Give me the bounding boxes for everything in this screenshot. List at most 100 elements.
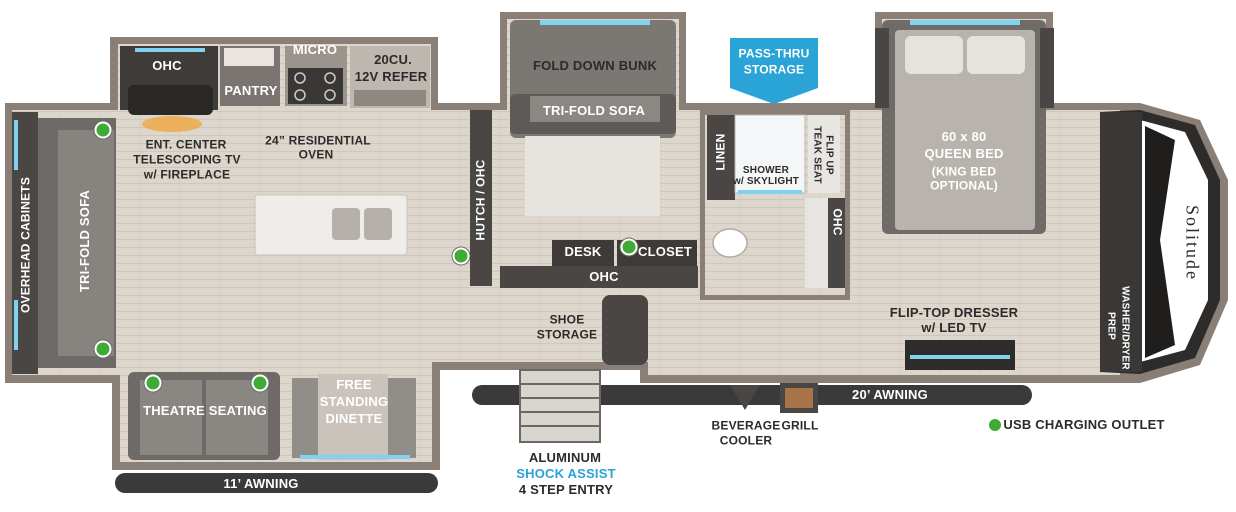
refrigerator-door [354, 90, 426, 106]
pillow [905, 36, 963, 74]
label-grill: GRILL [781, 418, 819, 433]
label-fold-down-bunk: FOLD DOWN BUNK [532, 58, 658, 74]
label-dresser-2: w/ LED TV [921, 320, 987, 336]
label-dinette-1: FREE [336, 377, 372, 393]
rear-cabinet-light-2 [14, 300, 18, 350]
label-pass-thru-1: PASS-THRU [738, 46, 810, 61]
dinette-light [300, 455, 410, 459]
label-bed-2: QUEEN BED [924, 146, 1004, 162]
dinette-table [318, 374, 388, 460]
beverage-cooler [730, 385, 760, 410]
burner [294, 89, 306, 101]
label-bed-1: 60 x 80 [941, 129, 987, 145]
usb-outlet [94, 121, 112, 139]
label-closet: CLOSET [638, 244, 692, 260]
label-theatre-seating: THEATRE SEATING [143, 403, 267, 419]
label-linen: LINEN [713, 133, 728, 171]
label-refer-2: 12V REFER [354, 69, 428, 85]
label-ohc-bunk: OHC [589, 269, 619, 285]
label-shoe-1: SHOE [549, 312, 585, 327]
shower-skylight [738, 190, 802, 194]
label-ent-2: TELESCOPING TV [133, 152, 241, 167]
label-shower-2: w/ SKYLIGHT [732, 175, 800, 187]
pillow [967, 36, 1025, 74]
side-table [875, 28, 889, 108]
brand-logo: Solitude [1182, 204, 1203, 282]
rear-sofa-cushion [58, 130, 114, 356]
label-refer-1: 20CU. [374, 52, 412, 68]
sink-basin [332, 208, 360, 240]
label-trifold-sofa-rear: TRI-FOLD SOFA [77, 189, 93, 293]
label-flip-up-1: FLIP UP [823, 135, 835, 175]
usb-outlet [144, 374, 162, 392]
flip-seat [808, 115, 840, 193]
bed-light [910, 20, 1020, 25]
label-washer-2: PREP [1105, 311, 1117, 341]
front-cap-swoosh [1145, 126, 1175, 358]
label-bed-3: (KING BED [931, 164, 997, 179]
hutch [470, 110, 492, 286]
bunk-light [540, 20, 650, 25]
label-ohc-bath: OHC [830, 208, 845, 236]
burner [324, 72, 336, 84]
label-desk: DESK [564, 244, 602, 260]
label-beverage-2: COOLER [719, 433, 773, 448]
bunk-ohc [500, 266, 698, 288]
bath-ohc [828, 198, 845, 288]
front-closet [1100, 112, 1142, 372]
bed-mattress [895, 30, 1035, 230]
label-oven-2: OVEN [298, 147, 334, 162]
dresser-tv-light [910, 355, 1010, 359]
entry-door [602, 295, 648, 365]
toilet [712, 228, 748, 258]
linen-cabinet [707, 115, 735, 200]
legend-usb-dot [987, 417, 1003, 433]
usb-outlet [620, 238, 638, 256]
label-pantry: PANTRY [224, 83, 278, 99]
desk [552, 240, 614, 266]
label-dinette-2: STANDING [319, 394, 389, 410]
label-washer-1: WASHER/DRYER [1119, 286, 1131, 370]
shower [734, 114, 806, 194]
label-micro: MICRO [292, 42, 338, 58]
label-entry-1: ALUMINUM [528, 450, 602, 466]
label-overhead-cabinets: OVERHEAD CABINETS [18, 176, 33, 314]
label-hutch-ohc: HUTCH / OHC [473, 159, 488, 241]
bunk-floor [525, 136, 660, 216]
label-ent-3: w/ FIREPLACE [143, 167, 231, 182]
label-awning-11: 11’ AWNING [223, 476, 299, 492]
label-entry-3: 4 STEP ENTRY [518, 482, 614, 498]
label-dinette-3: DINETTE [325, 411, 383, 427]
label-dresser-1: FLIP-TOP DRESSER [889, 305, 1019, 321]
grill-grate [785, 388, 813, 408]
usb-outlet [94, 340, 112, 358]
label-pass-thru-2: STORAGE [743, 62, 805, 77]
entry-steps [519, 369, 601, 443]
label-shower-1: SHOWER [742, 164, 790, 176]
fireplace-glow [142, 116, 202, 132]
label-trifold-sofa-bunk: TRI-FOLD SOFA [542, 103, 646, 119]
label-bed-4: OPTIONAL) [930, 178, 998, 193]
label-flip-up-2: TEAK SEAT [811, 126, 823, 184]
rear-cabinet-light-1 [14, 120, 18, 170]
pass-thru-arrow [730, 38, 818, 104]
usb-outlet [251, 374, 269, 392]
side-table [1040, 28, 1054, 108]
usb-outlet [452, 247, 470, 265]
legend-usb-label: USB CHARGING OUTLET [1003, 417, 1165, 433]
theatre-seat-cushion [206, 380, 268, 455]
label-ent-1: ENT. CENTER [145, 137, 227, 152]
theatre-seat-cushion [140, 380, 202, 455]
label-awning-20: 20’ AWNING [852, 387, 928, 403]
tv-unit [128, 85, 213, 115]
label-oven-1: 24” RESIDENTIAL [265, 133, 371, 148]
label-beverage-1: BEVERAGE [711, 418, 781, 433]
label-shoe-2: STORAGE [536, 327, 598, 342]
kitchen-ohc-light [135, 48, 205, 52]
sink-basin [364, 208, 392, 240]
awning-11-bar [115, 473, 438, 493]
label-ohc-kitchen: OHC [152, 58, 182, 74]
pantry-shelf [224, 48, 274, 66]
